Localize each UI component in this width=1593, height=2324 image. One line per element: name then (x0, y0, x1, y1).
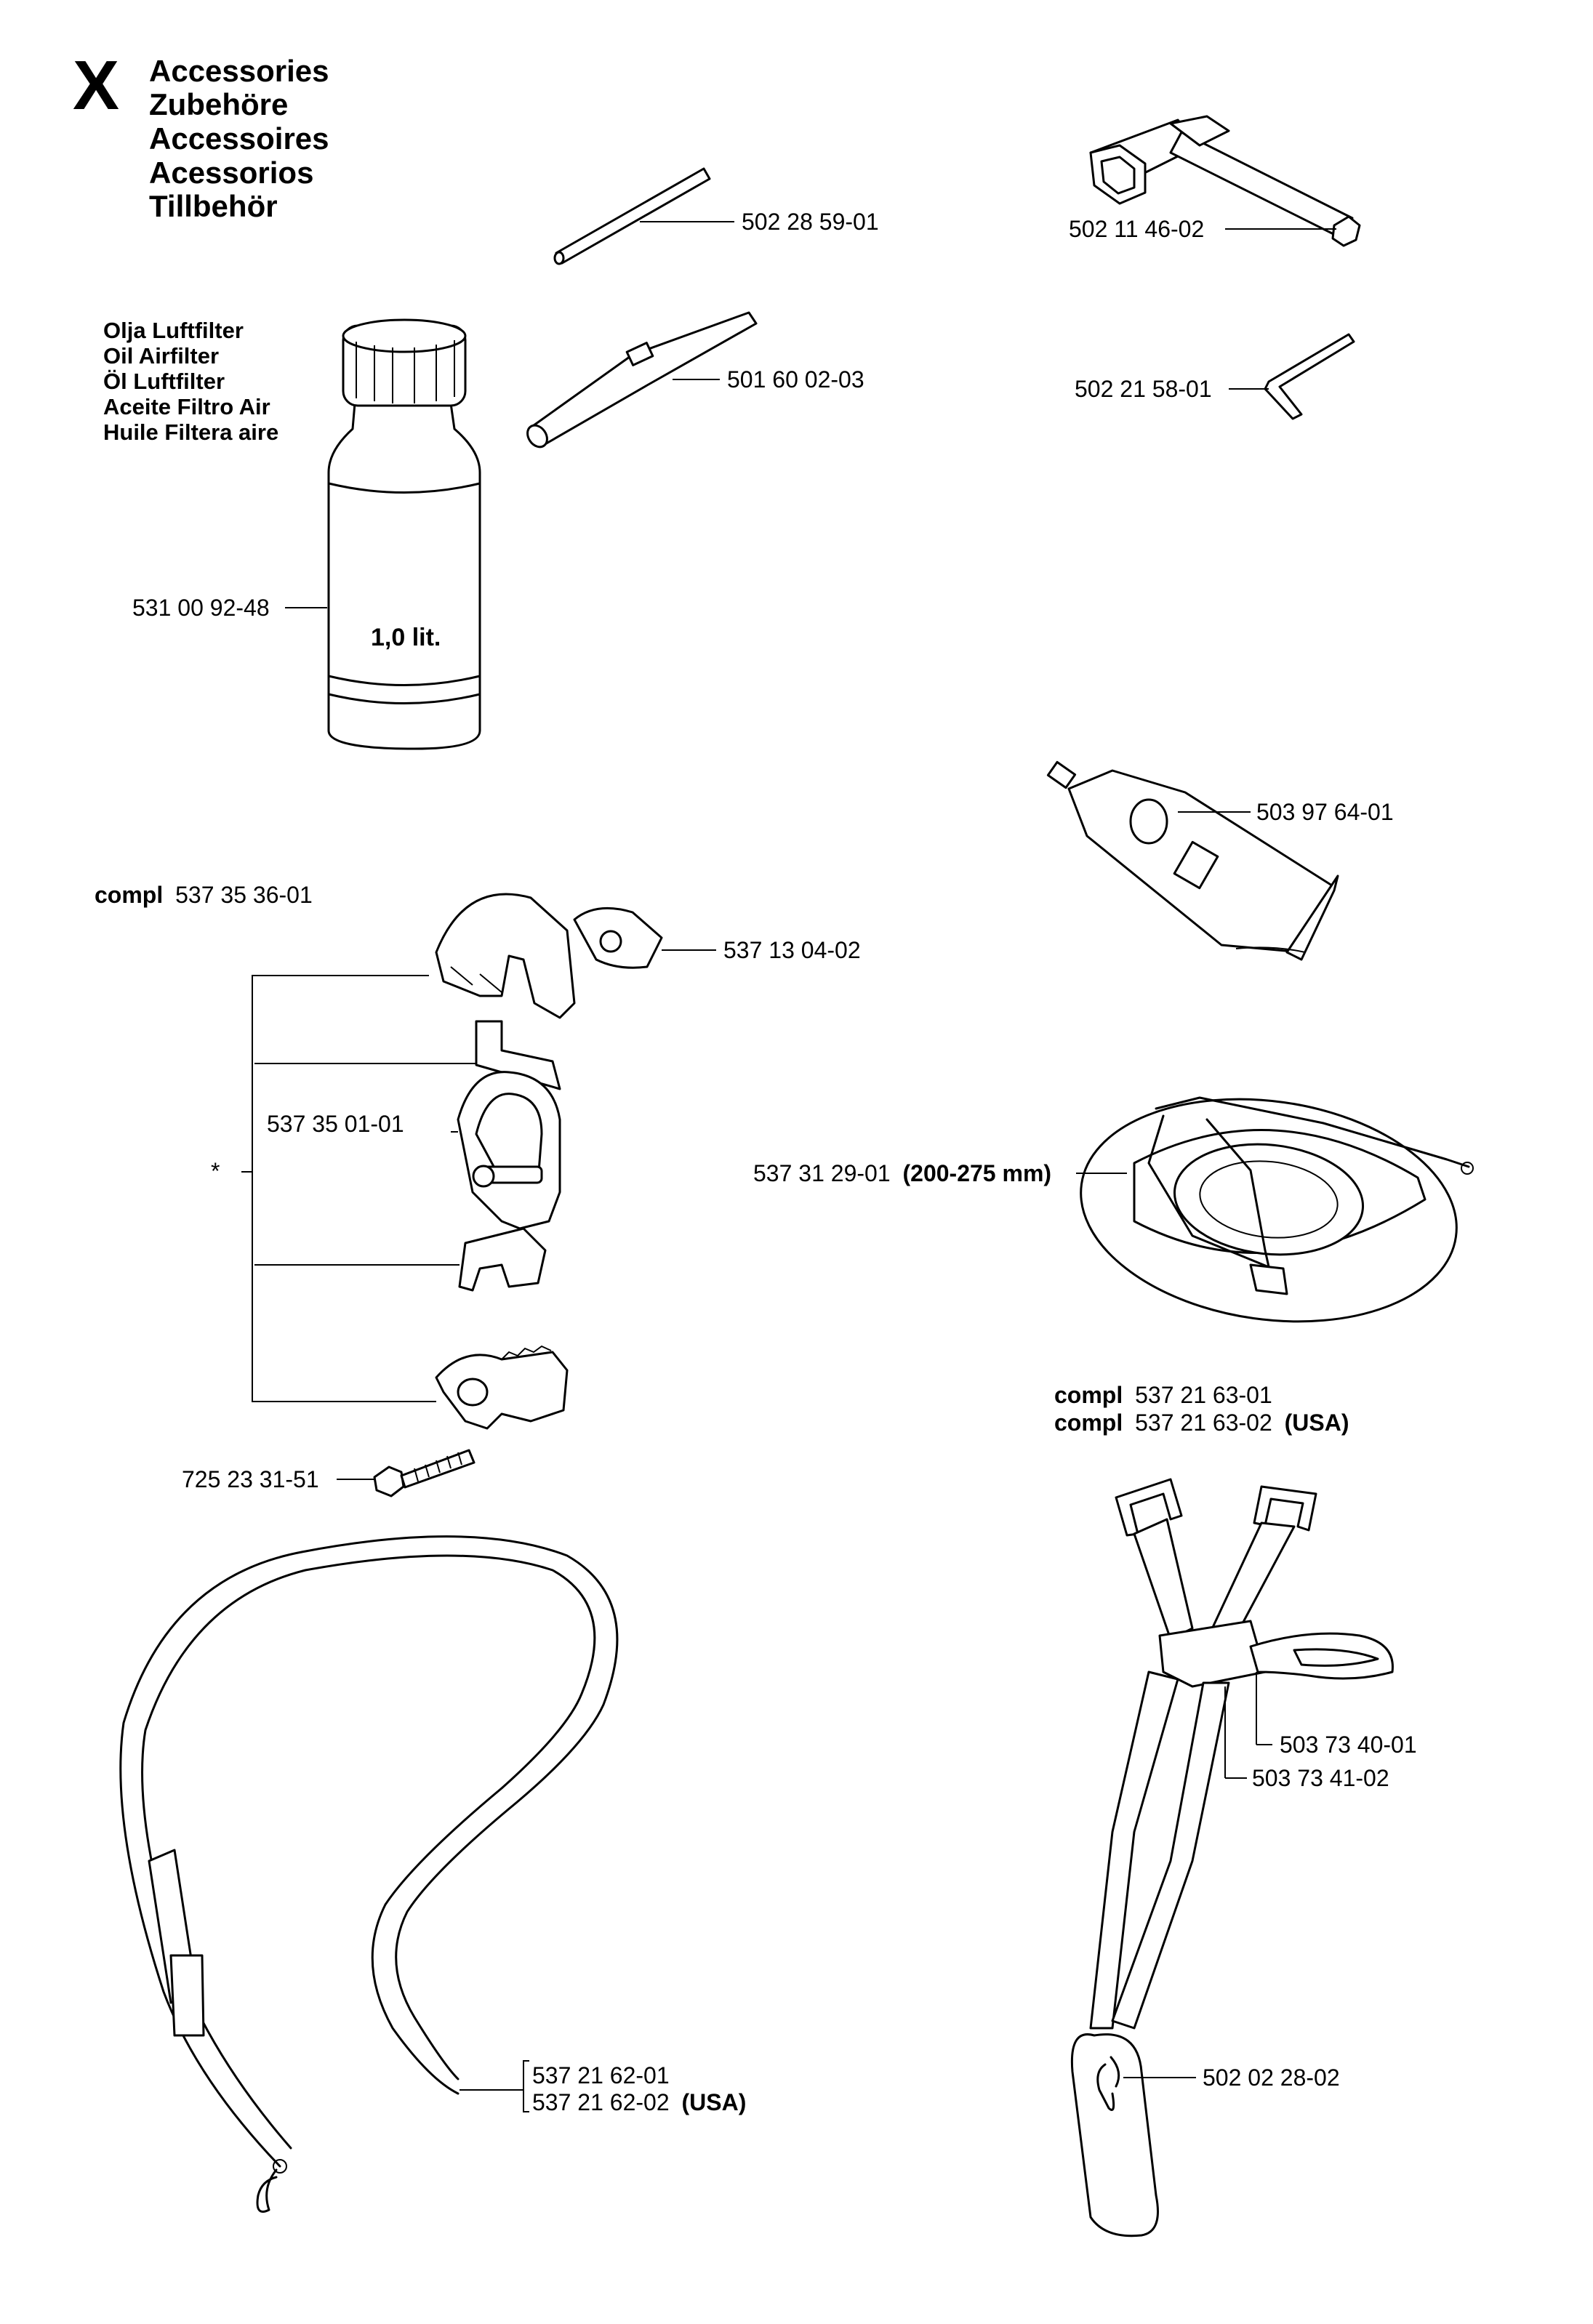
plug-wrench-illustration (1089, 115, 1361, 247)
oil-heading-fr: Huile Filtera aire (103, 419, 278, 445)
part-502-11-46-02: 502 11 46-02 (1069, 216, 1204, 242)
clamp-upper-illustration (435, 893, 576, 1019)
guard-illustration (1080, 1096, 1474, 1323)
part-502-28-59-01: 502 28 59-01 (742, 209, 879, 235)
harness-number-b: 537 21 63-02 (1135, 1410, 1272, 1436)
hex-key-illustration (1264, 333, 1355, 420)
title-sv: Tillbehör (149, 189, 278, 223)
compl-word-a: compl (1054, 1382, 1123, 1408)
d-ring-illustration (457, 1071, 561, 1230)
plate-illustration (475, 1020, 561, 1090)
guard-part-number: 537 31 29-01 (753, 1160, 891, 1186)
part-503-73-41-02: 503 73 41-02 (1252, 1765, 1389, 1791)
punch-illustration (526, 311, 758, 449)
assembly-star: * (211, 1158, 220, 1184)
title-es: Acessorios (149, 156, 313, 190)
harness-label-a: compl 537 21 63-01 (1054, 1382, 1272, 1408)
harness-number-a: 537 21 63-01 (1135, 1382, 1272, 1408)
oil-heading-es: Aceite Filtro Air (103, 394, 270, 419)
part-725-23-31-51: 725 23 31-51 (182, 1466, 319, 1492)
compl-word-b: compl (1054, 1410, 1123, 1436)
harness-label-b: compl 537 21 63-02 (USA) (1054, 1410, 1349, 1436)
rod-illustration (553, 167, 711, 265)
grease-tube-illustration (1046, 760, 1339, 961)
part-537-31-29-01: 537 31 29-01 (200-275 mm) (753, 1160, 1051, 1186)
part-537-21-62-02: 537 21 62-02 (USA) (532, 2089, 746, 2115)
compl-word: compl (95, 882, 163, 908)
part-503-97-64-01: 503 97 64-01 (1256, 799, 1394, 825)
oil-heading-sv: Olja Luftfilter (103, 318, 244, 343)
title-en: Accessories (149, 54, 329, 88)
part-503-73-40-01: 503 73 40-01 (1280, 1732, 1417, 1758)
bolt-illustration (373, 1449, 476, 1497)
neck-strap-illustration (119, 1535, 619, 2213)
part-501-60-02-03: 501 60 02-03 (727, 366, 864, 393)
section-letter: X (73, 47, 119, 124)
part-502-21-58-01: 502 21 58-01 (1075, 376, 1212, 402)
oil-bottle-illustration (327, 318, 481, 750)
neck-strap-usa-number: 537 21 62-02 (532, 2089, 670, 2115)
title-de: Zubehöre (149, 87, 288, 121)
nut-illustration (573, 906, 663, 969)
oil-heading-de: Öl Luftfilter (103, 369, 225, 394)
clamp-lower-illustration (435, 1345, 569, 1430)
harness-usa-note: (USA) (1285, 1410, 1349, 1436)
oil-volume: 1,0 lit. (371, 624, 441, 651)
part-537-21-62-01: 537 21 62-01 (532, 2062, 670, 2088)
clip-illustration (458, 1227, 547, 1292)
part-537-13-04-02: 537 13 04-02 (723, 937, 861, 963)
title-fr: Accessoires (149, 121, 329, 156)
part-537-35-01-01: 537 35 01-01 (267, 1111, 404, 1137)
assembly-bracket (241, 975, 476, 1402)
oil-heading-en: Oil Airfilter (103, 343, 219, 369)
harness-illustration (1070, 1478, 1394, 2237)
part-531-00-92-48: 531 00 92-48 (132, 595, 270, 621)
clamp-assembly-label: compl 537 35 36-01 (95, 882, 313, 908)
neck-strap-usa-note: (USA) (682, 2089, 747, 2115)
guard-size-note: (200-275 mm) (903, 1160, 1052, 1186)
part-502-02-28-02: 502 02 28-02 (1203, 2064, 1340, 2091)
clamp-assembly-number: 537 35 36-01 (175, 882, 313, 908)
